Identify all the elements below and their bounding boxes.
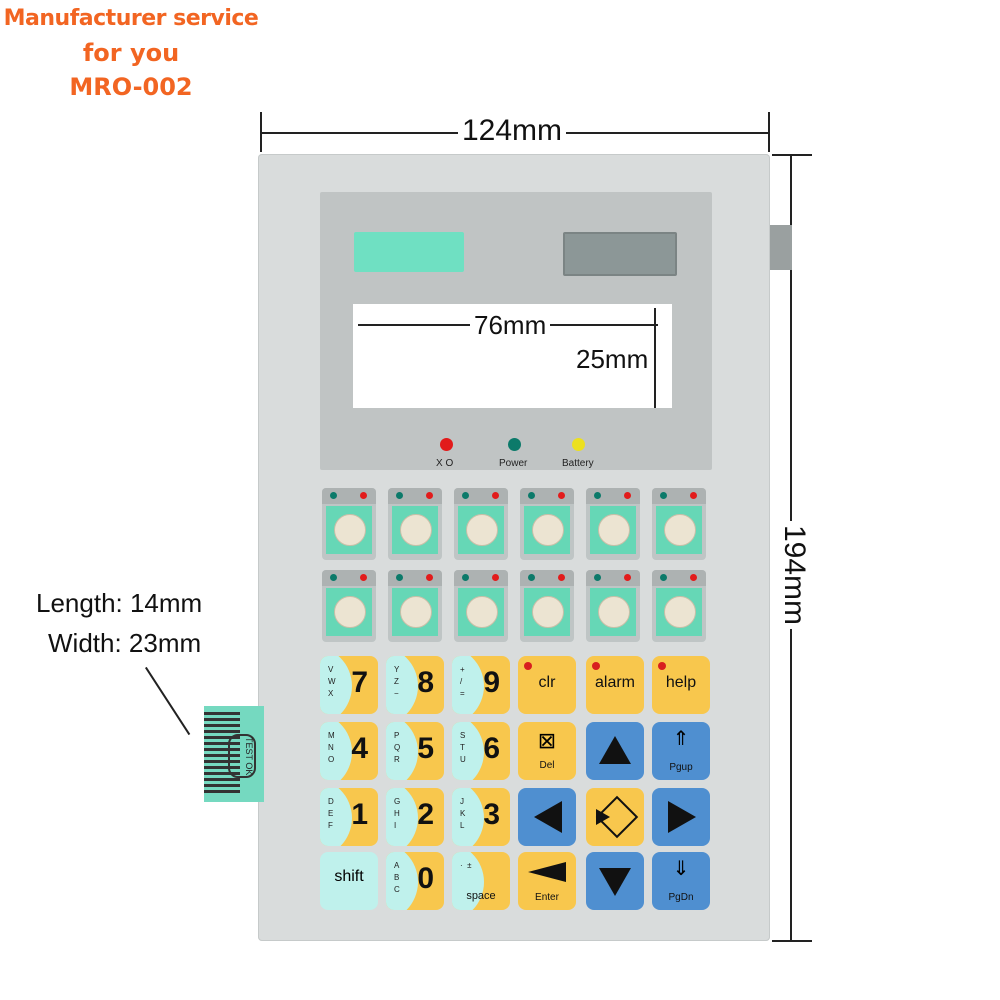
led-power <box>508 438 521 451</box>
key-help[interactable]: help <box>652 656 710 714</box>
function-key-11[interactable] <box>586 570 640 642</box>
left-arrow-icon <box>534 801 562 833</box>
key-up[interactable] <box>586 722 644 780</box>
down-arrow-icon <box>599 868 631 896</box>
key-right[interactable] <box>652 788 710 846</box>
function-key-7[interactable] <box>322 570 376 642</box>
display-height-line <box>654 308 656 408</box>
led-xo <box>440 438 453 451</box>
height-tick-top <box>772 154 812 156</box>
promo-text: Manufacturer service for you MRO-002 <box>0 2 262 104</box>
key-pgdn[interactable]: ⇓ PgDn <box>652 852 710 910</box>
key-pgup[interactable]: ⇑ Pgup <box>652 722 710 780</box>
function-key-4[interactable] <box>520 488 574 560</box>
promo-line1: Manufacturer service <box>3 6 259 31</box>
key-9[interactable]: + / =9 <box>452 656 510 714</box>
right-arrow-icon <box>668 801 696 833</box>
promo-line3: MRO-002 <box>69 73 193 101</box>
function-key-3[interactable] <box>454 488 508 560</box>
promo-line2: for you <box>82 39 180 67</box>
key-del[interactable]: ⊠ Del <box>518 722 576 780</box>
cable-width-label: Width: 23mm <box>48 628 202 658</box>
function-key-2[interactable] <box>388 488 442 560</box>
led-battery <box>572 438 585 451</box>
lcd-indicator-right <box>563 232 677 276</box>
key-enter[interactable]: Enter <box>518 852 576 910</box>
key-8[interactable]: Y Z −8 <box>386 656 444 714</box>
enter-icon <box>528 862 566 882</box>
display-width-label: 76mm <box>470 308 551 342</box>
delete-icon: ⊠ <box>537 728 557 753</box>
function-key-8[interactable] <box>388 570 442 642</box>
side-tab <box>770 225 792 270</box>
label-power: Power <box>499 458 528 469</box>
key-left[interactable] <box>518 788 576 846</box>
function-key-1[interactable] <box>322 488 376 560</box>
key-down[interactable] <box>586 852 644 910</box>
lcd-indicator-left <box>354 232 464 272</box>
key-clr[interactable]: clr <box>518 656 576 714</box>
up-arrow-icon <box>599 736 631 764</box>
function-key-9[interactable] <box>454 570 508 642</box>
test-ok-label: TEST OK <box>228 734 256 778</box>
width-tick-right <box>768 112 770 152</box>
key-center[interactable] <box>586 788 644 846</box>
cable-pointer <box>145 666 191 736</box>
height-label: 194mm <box>777 520 812 630</box>
page-down-icon: ⇓ <box>672 858 690 880</box>
display-height-label: 25mm <box>572 342 653 376</box>
key-alarm[interactable]: alarm <box>586 656 644 714</box>
flex-cable <box>204 706 264 802</box>
function-key-10[interactable] <box>520 570 574 642</box>
width-tick-left <box>260 112 262 152</box>
function-key-5[interactable] <box>586 488 640 560</box>
cable-length-label: Length: 14mm <box>36 588 203 618</box>
width-label: 124mm <box>458 114 567 148</box>
function-key-12[interactable] <box>652 570 706 642</box>
key-space[interactable]: · ±space <box>452 852 510 910</box>
height-tick-bottom <box>772 940 812 942</box>
label-battery: Battery <box>562 458 594 469</box>
page-up-icon: ⇑ <box>672 728 690 750</box>
key-shift[interactable]: shift <box>320 852 378 910</box>
label-xo: X O <box>436 458 454 469</box>
function-key-6[interactable] <box>652 488 706 560</box>
